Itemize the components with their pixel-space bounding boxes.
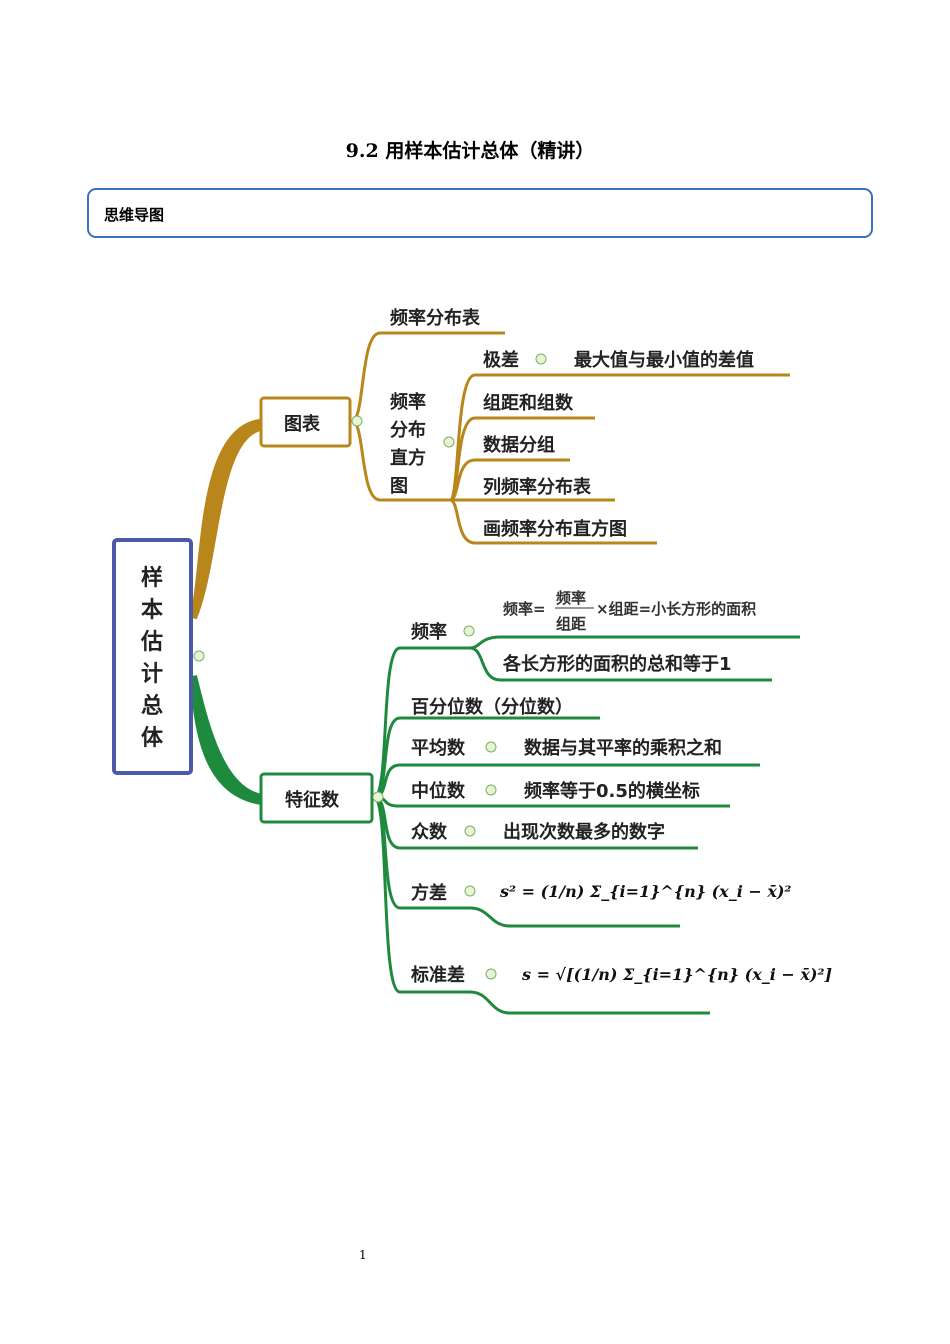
- mean-definition: 数据与其平率的乘积之和: [524, 737, 722, 759]
- variance-formula: s² = (1/n) Σ_{i=1}^{n} (x_i − x̄)²: [499, 882, 791, 901]
- collapse-icon: [464, 825, 476, 837]
- step-item: 列频率分布表: [483, 476, 592, 498]
- connector: [469, 646, 772, 682]
- freq-table-label: 频率分布表: [390, 307, 481, 329]
- std-formula: s = √[(1/n) Σ_{i=1}^{n} (x_i − x̄)²]: [521, 965, 832, 984]
- collapse-icon: [351, 415, 363, 427]
- collapse-icon: [443, 436, 455, 448]
- freq-formula-rhs: ×组距=小长方形的面积: [596, 600, 756, 618]
- variance-label: 方差: [411, 882, 447, 904]
- freq-formula-numerator: 频率: [556, 589, 586, 607]
- histogram-label: 图: [390, 476, 408, 497]
- median-definition: 频率等于0.5的横坐标: [524, 780, 700, 802]
- median-label: 中位数: [411, 780, 466, 802]
- page-number: 1: [359, 1248, 367, 1262]
- std-label: 标准差: [410, 964, 465, 986]
- step-item: 组距和组数: [483, 392, 574, 414]
- root-node: [112, 538, 193, 775]
- histogram-label: 频率: [390, 391, 426, 413]
- freq-formula-lhs: 频率=: [503, 600, 546, 618]
- freq-label: 频率: [411, 621, 447, 643]
- collapse-icon: [464, 885, 476, 897]
- freq-sum: 各长方形的面积的总和等于1: [502, 653, 732, 675]
- section-title: 思维导图: [104, 206, 165, 224]
- connector: [469, 635, 800, 650]
- charts-node: [259, 396, 352, 448]
- histogram-label: 直方: [390, 447, 426, 469]
- root-char: 估: [140, 630, 163, 655]
- root-char: 计: [141, 662, 163, 687]
- step-item: 数据分组: [483, 434, 555, 456]
- mode-label: 众数: [411, 821, 448, 843]
- freq-formula-denominator: 组距: [556, 615, 586, 633]
- collapse-icon: [463, 625, 475, 637]
- section-header-box: 思维导图: [87, 188, 873, 238]
- collapse-icon: [535, 353, 547, 365]
- collapse-icon: [485, 741, 497, 753]
- features-node: [259, 772, 374, 824]
- page-title: 9.2 用样本估计总体（精讲）: [345, 140, 595, 162]
- root-to-charts-branch: [191, 418, 263, 620]
- collapse-icon: [372, 791, 384, 803]
- root-char: 本: [141, 598, 163, 623]
- collapse-icon: [485, 784, 497, 796]
- range-definition: 最大值与最小值的差值: [574, 349, 754, 371]
- step-item: 画频率分布直方图: [483, 518, 627, 540]
- mean-label: 平均数: [411, 737, 466, 759]
- mode-definition: 出现次数最多的数字: [503, 821, 665, 843]
- root-to-features-branch: [191, 675, 265, 806]
- collapse-icon: [485, 968, 497, 980]
- root-char: 总: [141, 693, 163, 719]
- features-label: 特征数: [285, 789, 340, 811]
- range-label: 极差: [483, 349, 519, 371]
- charts-label: 图表: [284, 413, 321, 435]
- connector: [372, 795, 710, 1015]
- connector: [373, 795, 680, 928]
- collapse-icon: [193, 650, 205, 662]
- root-char: 体: [141, 726, 164, 751]
- root-char: 样: [141, 565, 163, 591]
- percentile-label: 百分位数（分位数）: [411, 696, 573, 718]
- histogram-label: 分布: [390, 419, 426, 441]
- connector: [449, 498, 657, 545]
